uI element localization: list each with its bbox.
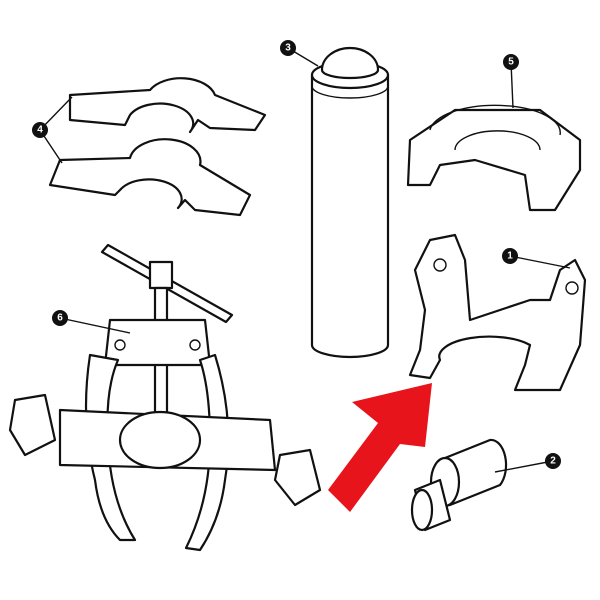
svg-text:2: 2 <box>550 456 556 467</box>
callout-2: 2 <box>545 453 561 469</box>
svg-text:6: 6 <box>57 313 63 324</box>
callout-4: 4 <box>32 122 48 138</box>
svg-text:3: 3 <box>285 43 291 54</box>
cup-support <box>406 104 582 212</box>
callout-1: 1 <box>502 248 518 264</box>
callout-6: 6 <box>52 310 68 326</box>
callout-3: 3 <box>280 40 296 56</box>
svg-text:4: 4 <box>37 125 43 136</box>
callout-5: 5 <box>503 54 519 70</box>
svg-text:5: 5 <box>508 57 514 68</box>
bearing-press-cradle <box>408 233 587 392</box>
red-arrow <box>328 383 432 512</box>
press-handle-rod <box>310 46 390 359</box>
bearing-driver <box>410 438 508 532</box>
svg-text:1: 1 <box>507 251 513 262</box>
spacer-plates <box>48 77 267 217</box>
bearing-puller <box>8 243 322 552</box>
